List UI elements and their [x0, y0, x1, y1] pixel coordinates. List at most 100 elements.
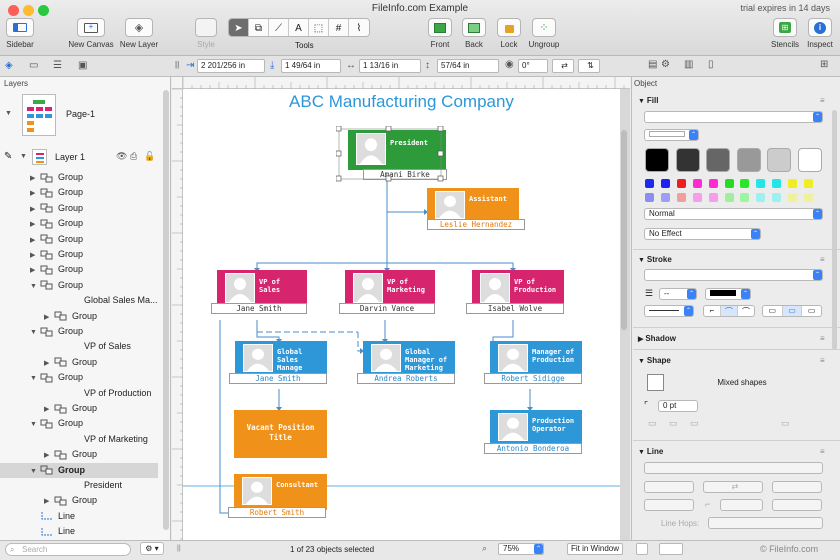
shape-tool-icon[interactable]: ⧉	[249, 19, 269, 36]
lock-button[interactable]: Lock	[496, 18, 522, 49]
org-node-prod-operator[interactable]: Production Operator	[490, 410, 582, 446]
stroke-section-title[interactable]: ▼ Stroke	[638, 255, 672, 264]
layer-list-item[interactable]: ▼Group	[0, 278, 158, 293]
layer-list-item[interactable]: ▶Group	[0, 355, 158, 370]
org-node-vp-sales[interactable]: VP of Sales	[217, 270, 307, 308]
line-section-title[interactable]: ▼ Line	[638, 447, 663, 456]
layer-list-item[interactable]: VP of Production	[0, 386, 158, 401]
collapse-icon[interactable]: ▼	[30, 282, 37, 290]
expand-icon[interactable]: ▶	[30, 221, 36, 229]
canvas-icon[interactable]: ▭	[29, 60, 39, 71]
node-name-label[interactable]: Robert Sidigge	[484, 373, 582, 384]
expand-icon[interactable]: ▶	[44, 498, 50, 506]
expand-icon[interactable]: ▶	[30, 252, 36, 259]
inspector-footer-toggle[interactable]	[659, 543, 683, 555]
layer-list-item[interactable]: ▶Group	[0, 247, 158, 262]
corner-square-icon[interactable]: ⌐	[704, 306, 721, 316]
color-swatch[interactable]	[736, 148, 761, 172]
expand-icon[interactable]: ▶	[44, 313, 50, 321]
color-chip[interactable]	[772, 193, 782, 202]
layer-list-item[interactable]: ▼Group	[0, 416, 158, 431]
diagram-tool-icon[interactable]: ⬚	[309, 19, 329, 36]
line-end-scale[interactable]	[772, 499, 822, 511]
effect-select[interactable]: No Effect⌃	[644, 228, 761, 240]
canvas-scrollbar[interactable]	[621, 130, 627, 330]
page-row[interactable]: ▼ Page-1	[0, 92, 162, 138]
color-swatch[interactable]	[797, 148, 822, 172]
line-end-select[interactable]	[772, 481, 822, 493]
color-chip[interactable]	[660, 193, 670, 202]
layer-list-item[interactable]: ▶Group	[0, 185, 158, 200]
layer-list-item[interactable]: Line	[0, 524, 158, 539]
unlock-icon[interactable]: 🔓	[144, 151, 156, 161]
corner-curve-icon[interactable]: ⌒	[742, 307, 750, 316]
layer-disclosure-icon[interactable]: ▼	[20, 153, 27, 160]
layer-list-item[interactable]: ▼Group	[0, 462, 158, 478]
zoom-select[interactable]: 75%⌃	[498, 543, 544, 555]
stroke-type-select[interactable]: ⌃	[644, 269, 823, 281]
expand-icon[interactable]: ▶	[44, 406, 50, 413]
line-curve-field[interactable]	[720, 499, 763, 511]
node-name-label[interactable]: Amani Birke	[363, 169, 447, 180]
edit-pencil-icon[interactable]: ✎	[4, 151, 13, 162]
layer-list-item[interactable]: ▶Group	[0, 309, 158, 324]
layer-list-item[interactable]: Global Sales Ma...	[0, 293, 158, 308]
line-type-select[interactable]	[644, 462, 823, 474]
color-chip[interactable]	[692, 179, 702, 188]
color-chip[interactable]	[676, 193, 686, 202]
stroke-center-icon[interactable]: ▭	[782, 306, 803, 316]
corner-round-icon[interactable]: ⌒	[721, 306, 738, 316]
shape-section-title[interactable]: ▼ Shape	[638, 356, 671, 365]
sidebar-button[interactable]: Sidebar	[4, 18, 36, 49]
color-swatch[interactable]	[675, 148, 700, 172]
layer-list-item[interactable]: ▶Group	[0, 447, 158, 462]
action-gear-button[interactable]: ⚙ ▾	[140, 542, 164, 555]
layer-list-item[interactable]: President	[0, 478, 158, 493]
shape-options-icon[interactable]: ≡	[820, 356, 825, 365]
node-name-label[interactable]: Andrea Roberts	[357, 373, 455, 384]
expand-icon[interactable]: ▶	[44, 359, 50, 367]
node-name-label[interactable]: Jane Smith	[229, 373, 327, 384]
fill-section-title[interactable]: ▼ Fill	[638, 96, 658, 105]
shadow-options-icon[interactable]: ≡	[820, 334, 825, 343]
color-chip[interactable]	[804, 179, 813, 188]
inspect-button[interactable]: i Inspect	[804, 18, 836, 49]
collapse-icon[interactable]: ▼	[30, 329, 37, 336]
color-chip[interactable]	[756, 179, 766, 188]
canvas-inspector-icon[interactable]: ▥	[684, 59, 694, 70]
color-chip[interactable]	[788, 179, 798, 188]
layer-list-item[interactable]: ▶Group	[0, 201, 158, 216]
new-layer-button[interactable]: ◈ New Layer	[119, 18, 159, 49]
fill-type-select[interactable]: ⌃	[644, 111, 823, 123]
fit-in-window-button[interactable]: Fit in Window	[567, 543, 623, 555]
color-chip[interactable]	[804, 193, 813, 202]
zoom-icon[interactable]: ⌕	[482, 543, 488, 553]
color-swatch[interactable]	[645, 148, 669, 172]
rotation-field[interactable]: 0°	[518, 59, 548, 73]
line-tool-icon[interactable]: ⟋	[269, 19, 289, 36]
layer-list-item[interactable]: ▼Group	[0, 370, 158, 385]
color-chip[interactable]	[645, 179, 654, 188]
visibility-eye-icon[interactable]: 👁	[116, 151, 128, 161]
node-name-label[interactable]: Isabel Wolve	[466, 303, 564, 314]
layer-list-item[interactable]: ▶Group	[0, 401, 158, 416]
line-options-icon[interactable]: ≡	[820, 447, 825, 456]
corner-style-segment[interactable]: ⌐ ⌒ ⌒	[703, 305, 755, 317]
minimize-window-button[interactable]	[23, 5, 34, 16]
org-node-vp-marketing[interactable]: VP of Marketing	[345, 270, 435, 308]
stroke-width-field[interactable]: 0 pt	[658, 400, 698, 412]
stroke-color-select[interactable]: ⌃	[705, 288, 751, 300]
line-hops-select[interactable]	[708, 517, 823, 529]
org-node-mgr-production[interactable]: Manager of Production	[490, 341, 582, 377]
document-inspector-icon[interactable]: ▯	[708, 59, 714, 70]
outline-icon[interactable]: ☰	[53, 60, 62, 71]
color-chip[interactable]	[660, 179, 670, 188]
collapse-icon[interactable]: ▼	[30, 375, 37, 383]
org-node-vacant[interactable]: Vacant Position Title	[234, 410, 327, 458]
x-position-field[interactable]: 2 201/256 in	[197, 59, 265, 73]
settings-gear-icon[interactable]: ⚙	[661, 59, 670, 70]
y-position-field[interactable]: 1 49/64 in	[281, 59, 341, 73]
print-icon[interactable]: ⎙	[130, 151, 138, 161]
expand-icon[interactable]: ▶	[30, 190, 36, 198]
